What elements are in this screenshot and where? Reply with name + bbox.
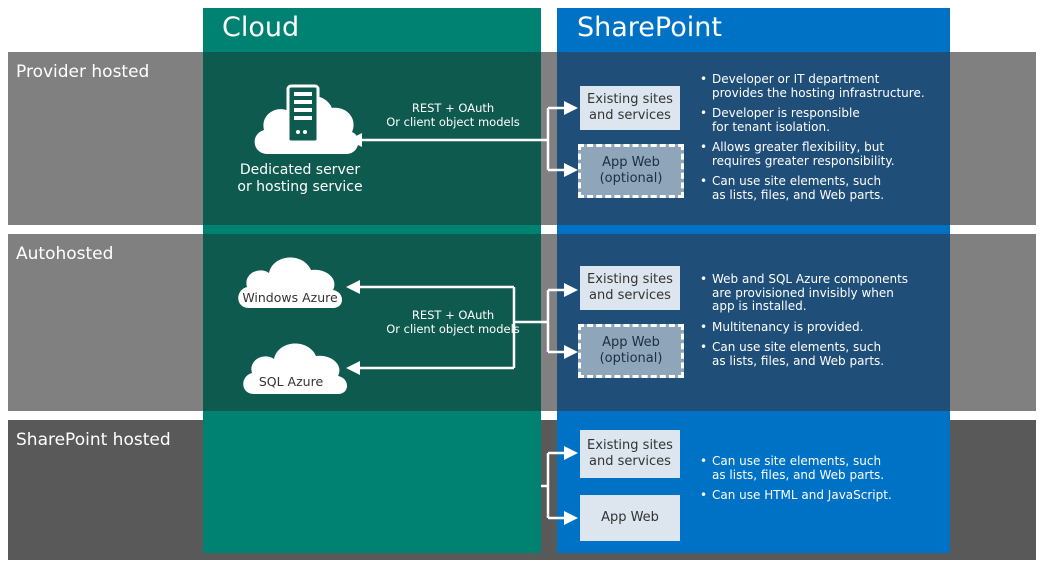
sharepoint-column-title: SharePoint	[577, 12, 722, 43]
autohosted-bullets: Web and SQL Azure components are provisi…	[700, 272, 940, 375]
sql-azure-cloud-icon	[243, 343, 347, 394]
server-cloud-icon	[254, 84, 359, 154]
existing-sites-box-provider: Existing sites and services	[580, 86, 680, 130]
autohosted-connector-label: REST + OAuth Or client object models	[386, 308, 520, 336]
app-web-box-provider: App Web (optional)	[578, 144, 684, 198]
sql-azure-label: SQL Azure	[258, 374, 324, 389]
autohosted-bullet: Can use site elements, such as lists, fi…	[700, 340, 940, 368]
provider-bullet: Allows greater flexibility, but requires…	[700, 140, 940, 168]
windows-azure-label: Windows Azure	[242, 290, 338, 305]
windows-azure-cloud-icon	[238, 257, 342, 308]
cloud-column-title: Cloud	[222, 12, 300, 43]
sharepoint-hosted-bullet: Can use site elements, such as lists, fi…	[700, 454, 940, 482]
provider-bullet: Developer or IT department provides the …	[700, 72, 940, 100]
autohosted-bullet: Multitenancy is provided.	[700, 320, 940, 335]
band-label-sharepoint-hosted: SharePoint hosted	[16, 430, 171, 450]
sharepoint-hosted-bullets: Can use site elements, such as lists, fi…	[700, 454, 940, 510]
app-web-box-autohosted: App Web (optional)	[578, 324, 684, 378]
band-label-provider-hosted: Provider hosted	[16, 62, 150, 82]
existing-sites-box-sharepoint: Existing sites and services	[580, 430, 680, 478]
existing-sites-box-autohosted: Existing sites and services	[580, 266, 680, 310]
sharepoint-hosted-bullet: Can use HTML and JavaScript.	[700, 488, 940, 503]
provider-bullet: Developer is responsible for tenant isol…	[700, 106, 940, 134]
dedicated-server-label: Dedicated server or hosting service	[237, 162, 363, 195]
provider-bullet: Can use site elements, such as lists, fi…	[700, 174, 940, 202]
app-web-box-sharepoint: App Web	[580, 495, 680, 541]
provider-connector-label: REST + OAuth Or client object models	[386, 101, 520, 129]
provider-bullets: Developer or IT department provides the …	[700, 72, 940, 209]
autohosted-bullet: Web and SQL Azure components are provisi…	[700, 272, 940, 314]
band-label-autohosted: Autohosted	[16, 244, 114, 264]
